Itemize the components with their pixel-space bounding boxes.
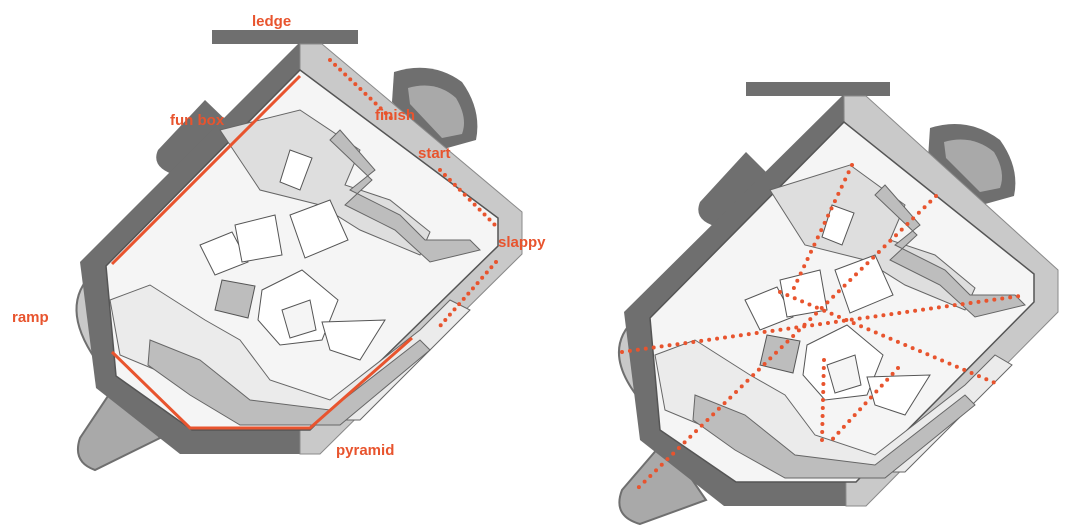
obstacle-right-4 [834,254,894,314]
label-ramp: ramp [12,309,49,326]
route-slappy-dots [438,260,498,328]
fun-box-bump [156,100,232,176]
obstacle-right-2 [744,286,794,331]
obstacle-7 [321,319,386,361]
route-finish-dots [328,58,397,124]
terrain-zigzag [329,129,481,263]
label-slappy: slappy [498,234,546,251]
route-pyramid [110,336,413,430]
route-fun-box [110,74,302,266]
bowl-bottom-left-right [618,438,708,526]
obstacle-8 [214,279,256,319]
terrain-band-3 [147,339,431,426]
label-pyramid: pyramid [336,442,394,459]
route-right-cross-1 [620,294,1022,354]
route-right-cross-2 [778,290,1002,387]
obstacle-2 [199,231,249,276]
route-right-vert [820,358,826,442]
route-right-diag-1 [634,194,938,492]
obstacle-right-3 [779,269,828,318]
ledge-bar [212,30,358,44]
fun-box-bump-right [698,152,772,228]
obstacle-right-6 [826,354,862,394]
label-finish: finish [375,107,415,124]
obstacle-right-1 [821,204,855,246]
obstacle-3 [234,214,283,263]
route-start-dots [438,168,500,230]
obstacle-6 [281,299,317,339]
route-right-diag-2 [790,163,854,294]
finish-bump-right-inner [944,139,1002,192]
ledge-bar-right [746,82,890,96]
bowl-bottom-left [76,376,162,472]
right-plan [617,82,1059,526]
terrain-band-right-3 [692,394,976,479]
label-fun-box: fun box [170,112,225,129]
obstacle-right-8 [759,334,801,374]
obstacle-4 [289,199,349,259]
finish-bump-inner [408,85,464,138]
route-right-short [828,366,900,444]
label-start: start [418,145,451,162]
label-ledge: ledge [252,13,291,30]
obstacle-1 [279,149,313,191]
left-plan: ledge fun box finish start slappy ramp p… [12,13,546,472]
